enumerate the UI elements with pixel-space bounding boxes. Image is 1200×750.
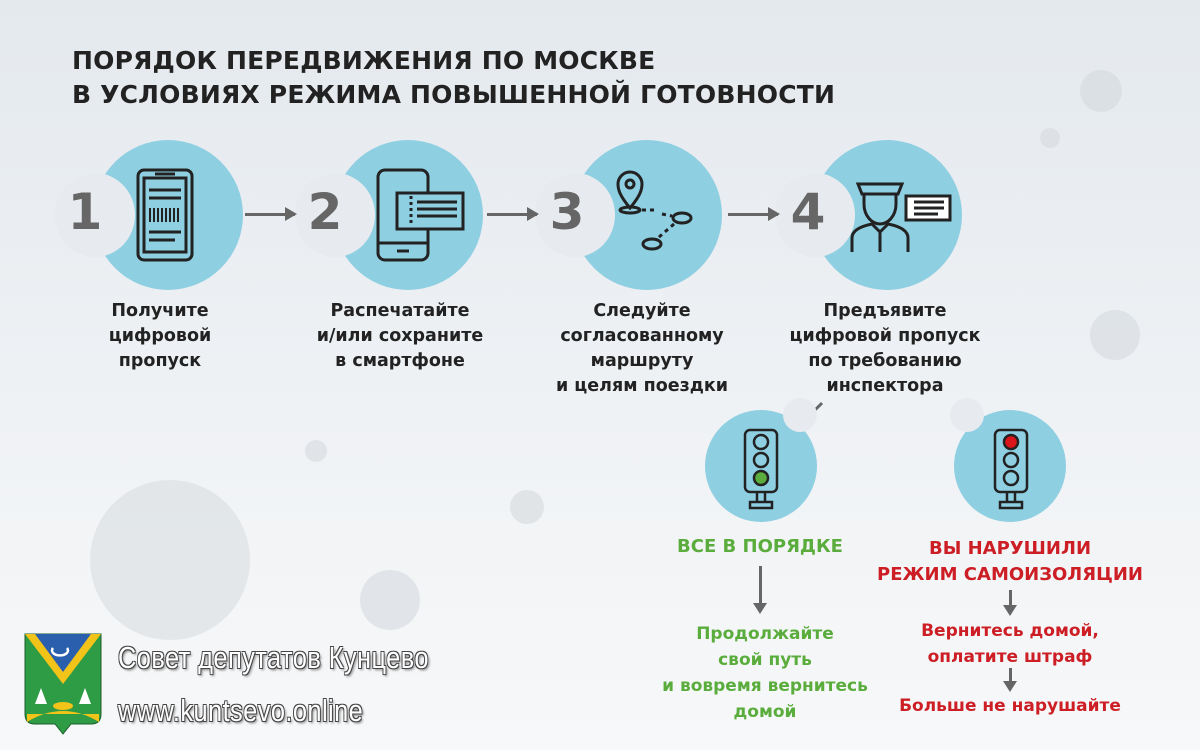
traffic-light-red-icon (993, 428, 1029, 510)
virus-decoration (90, 480, 250, 640)
virus-decoration (1040, 128, 1060, 148)
circle-cutout (535, 173, 615, 257)
title-line: В УСЛОВИЯХ РЕЖИМА ПОВЫШЕННОЙ ГОТОВНОСТИ (72, 80, 836, 109)
down-arrow (1003, 668, 1017, 692)
virus-decoration (1080, 70, 1122, 112)
traffic-light-green-icon (743, 428, 779, 510)
circle-cutout (295, 173, 375, 257)
virus-decoration (360, 570, 420, 630)
flow-arrow (728, 207, 780, 221)
virus-decoration (510, 490, 544, 524)
down-arrow (753, 566, 767, 614)
circle-cutout (783, 398, 817, 432)
step-number: 4 (790, 183, 826, 241)
flow-arrow (487, 207, 539, 221)
kuntsevo-coat-of-arms-logo (24, 633, 102, 735)
circle-cutout (950, 398, 984, 432)
route-pin-icon (616, 170, 693, 251)
circle-cutout (55, 173, 135, 257)
step-number: 2 (307, 183, 343, 241)
virus-decoration (305, 440, 327, 462)
violation-final: Больше не нарушайте (899, 696, 1121, 716)
violation-instructions: Вернитесь домой,оплатите штраф (921, 621, 1099, 667)
virus-decoration (1090, 310, 1140, 360)
phone-ticket-icon (376, 168, 465, 262)
title-line: ПОРЯДОК ПЕРЕДВИЖЕНИЯ ПО МОСКВЕ (72, 46, 656, 75)
flow-arrow (245, 207, 297, 221)
step-number: 3 (549, 183, 585, 241)
brand-name: Совет депутатов Кунцево (118, 640, 429, 675)
page-title: ПОРЯДОК ПЕРЕДВИЖЕНИЯ ПО МОСКВЕ В УСЛОВИЯ… (72, 44, 835, 112)
step-number: 1 (67, 183, 103, 241)
down-arrow (1003, 590, 1017, 616)
brand-url[interactable]: www.kuntsevo.online (118, 693, 364, 728)
smartphone-pass-icon (136, 168, 194, 262)
ok-heading: ВСЕ В ПОРЯДКЕ (677, 536, 843, 557)
circle-cutout (775, 173, 855, 257)
inspector-icon (850, 182, 952, 252)
